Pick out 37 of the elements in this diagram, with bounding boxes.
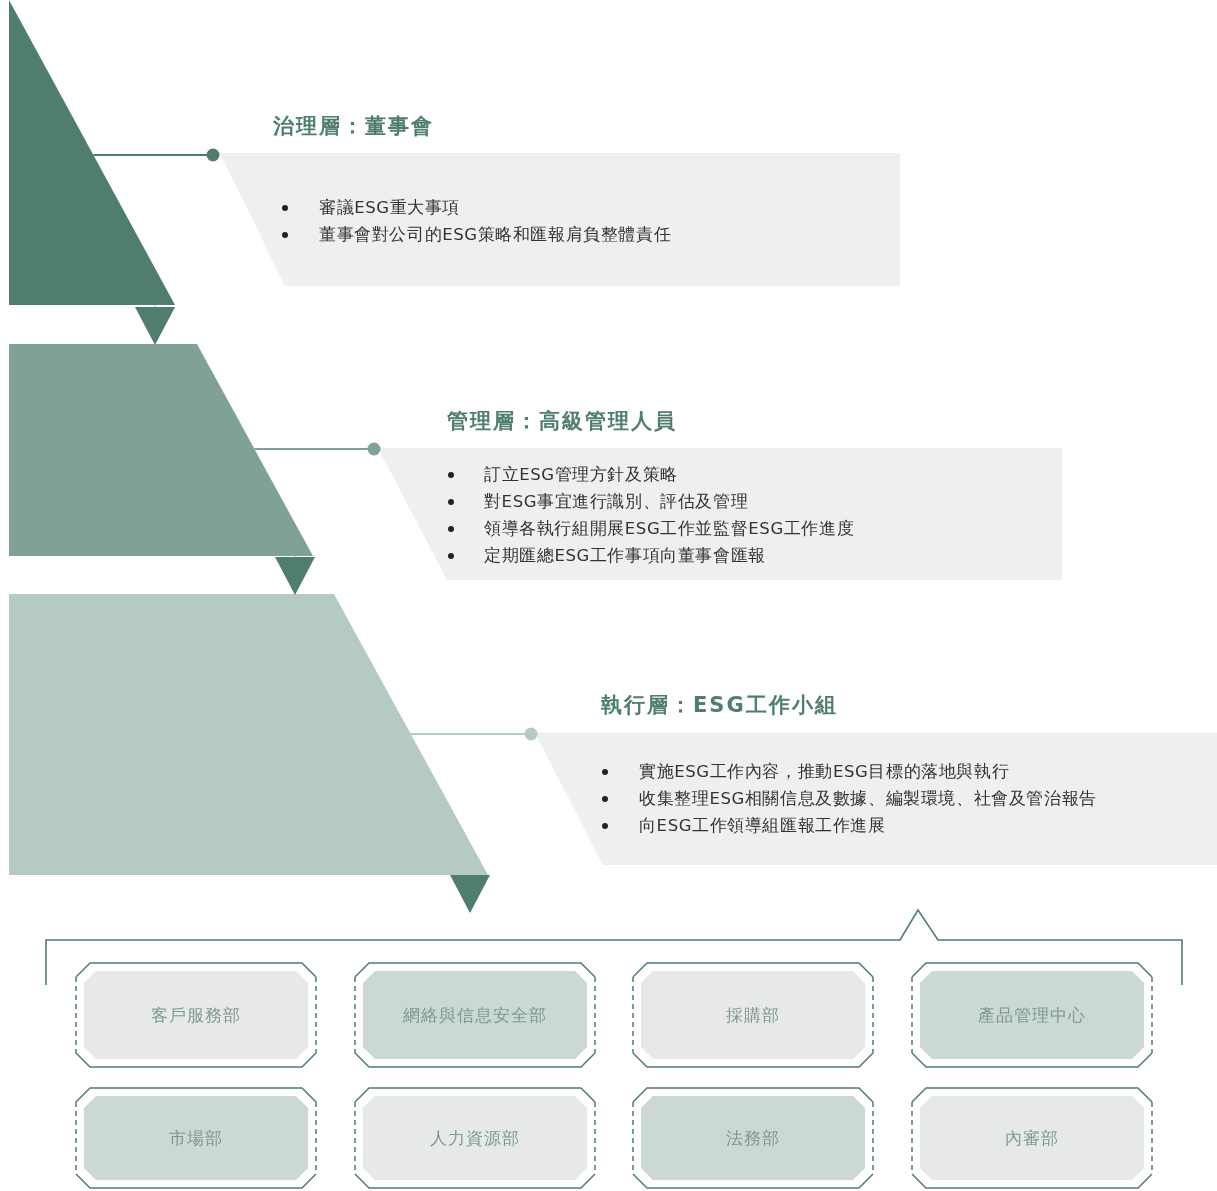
- connector-line: [410, 727, 538, 741]
- bullet-text: 對ESG事宜進行識別、評估及管理: [484, 492, 749, 511]
- bullet-text: 審議ESG重大事項: [319, 198, 461, 217]
- department-box: [355, 1088, 595, 1188]
- tier-heading: 治理層：董事會: [273, 113, 434, 139]
- department-box: [633, 963, 873, 1067]
- department-name: 法務部: [726, 1126, 780, 1150]
- chevron-arrow: [135, 304, 175, 345]
- bullet-text: 領導各執行組開展ESG工作並監督ESG工作進度: [484, 519, 855, 538]
- department-box: [355, 963, 595, 1067]
- bullet-text: 訂立ESG管理方針及策略: [484, 465, 678, 484]
- department-box: [76, 1088, 316, 1188]
- department-name: 採購部: [726, 1003, 780, 1027]
- department-name: 產品管理中心: [978, 1003, 1086, 1027]
- department-name: 客戶服務部: [151, 1003, 241, 1027]
- tier-heading: 執行層：ESG工作小組: [601, 692, 838, 718]
- bullet-text: 定期匯總ESG工作事項向董事會匯報: [484, 546, 766, 565]
- bullet-text: 收集整理ESG相關信息及數據、編製環境、社會及管治報告: [639, 789, 1097, 808]
- bullet-text: 董事會對公司的ESG策略和匯報肩負整體責任: [319, 225, 672, 244]
- pyramid-tier: [9, 0, 175, 305]
- pyramid-tier: [9, 594, 488, 875]
- connector-line: [93, 148, 220, 162]
- department-box: [76, 963, 316, 1067]
- connector-line: [254, 442, 381, 456]
- pyramid-tier: [9, 344, 313, 556]
- department-name: 人力資源部: [430, 1126, 520, 1150]
- department-name: 市場部: [169, 1126, 223, 1150]
- department-box: [633, 1088, 873, 1188]
- chevron-arrow: [450, 874, 490, 913]
- department-name: 網絡與信息安全部: [403, 1003, 547, 1027]
- bullet-text: 實施ESG工作內容，推動ESG目標的落地與執行: [639, 762, 1010, 781]
- bullet-text: 向ESG工作領導組匯報工作進展: [639, 816, 886, 835]
- department-name: 內審部: [1005, 1126, 1059, 1150]
- department-box: [912, 1088, 1152, 1188]
- chevron-arrow: [275, 555, 315, 595]
- tier-heading: 管理層：高級管理人員: [447, 408, 677, 434]
- department-box: [912, 963, 1152, 1067]
